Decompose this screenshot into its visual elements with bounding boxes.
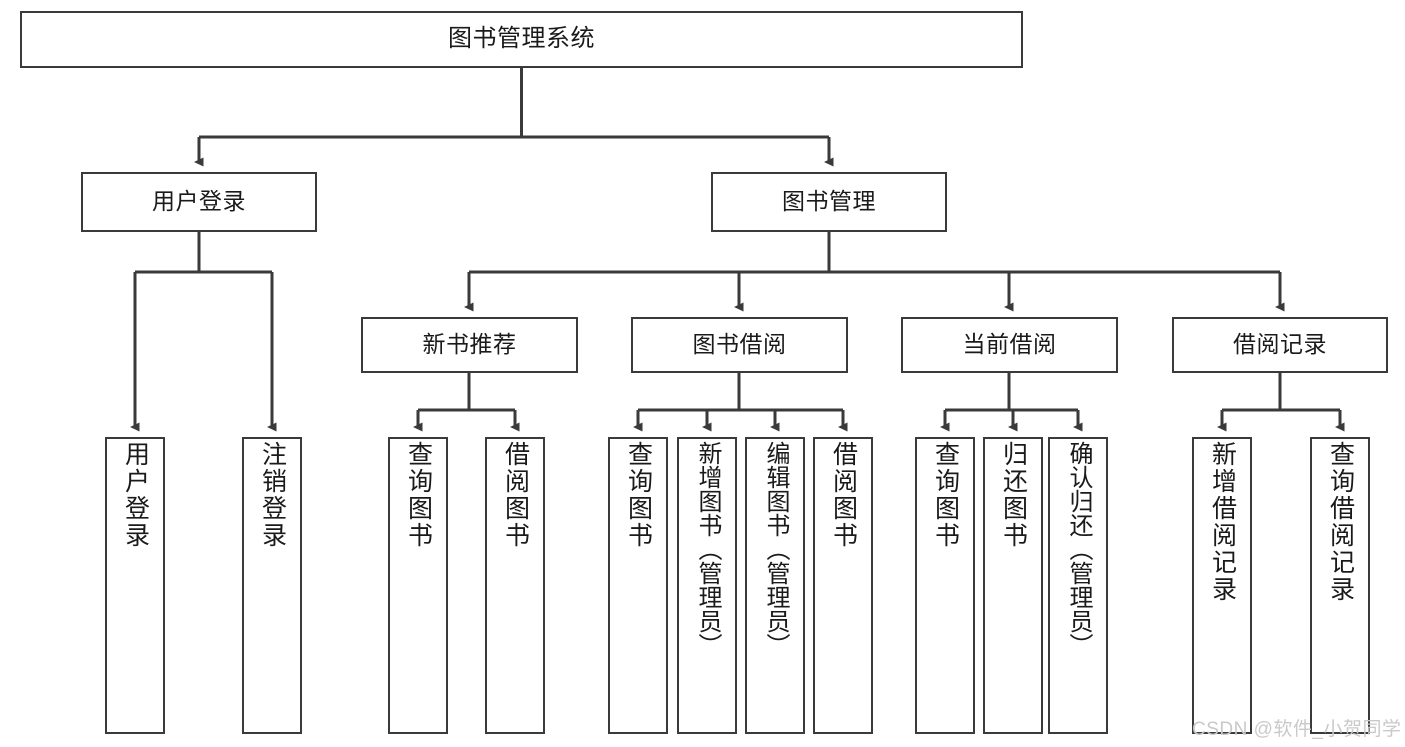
node-leaf-add-record[interactable]: 新增借阅记录	[1192, 437, 1252, 734]
node-book-manage[interactable]: 图书管理	[711, 172, 947, 232]
node-leaf-query-book-bor-label: 查询图书	[624, 441, 653, 549]
node-leaf-edit-book[interactable]: 编辑图书（管理员）	[745, 437, 805, 734]
node-borrow-record-label: 借阅记录	[1233, 331, 1327, 358]
node-leaf-user-login[interactable]: 用户登录	[105, 437, 165, 734]
node-user-login[interactable]: 用户登录	[81, 172, 317, 232]
node-leaf-edit-book-label: 编辑图书（管理员）	[762, 441, 789, 657]
node-user-login-label: 用户登录	[152, 188, 246, 215]
node-book-borrow-label: 图书借阅	[692, 331, 787, 358]
node-leaf-add-book-label: 新增图书（管理员）	[694, 441, 721, 657]
node-leaf-user-logout-label: 注销登录	[258, 441, 287, 549]
node-leaf-query-record-label: 查询借阅记录	[1326, 441, 1355, 603]
node-leaf-return-book[interactable]: 归还图书	[983, 437, 1043, 734]
node-leaf-borrow-book-bor[interactable]: 借阅图书	[813, 437, 873, 734]
node-root-label: 图书管理系统	[448, 25, 595, 53]
node-leaf-query-book-rec-label: 查询图书	[404, 441, 433, 549]
node-leaf-query-record[interactable]: 查询借阅记录	[1310, 437, 1370, 734]
node-leaf-user-login-label: 用户登录	[121, 441, 150, 549]
node-current-borrow-label: 当前借阅	[962, 331, 1057, 358]
node-borrow-record[interactable]: 借阅记录	[1172, 317, 1388, 373]
node-current-borrow[interactable]: 当前借阅	[901, 317, 1118, 373]
node-leaf-return-book-label: 归还图书	[999, 441, 1028, 549]
node-book-borrow[interactable]: 图书借阅	[631, 317, 848, 373]
node-leaf-user-logout[interactable]: 注销登录	[242, 437, 302, 734]
node-new-book-recommend-label: 新书推荐	[422, 331, 517, 358]
node-leaf-query-book-bor[interactable]: 查询图书	[608, 437, 668, 734]
node-leaf-query-book-cur-label: 查询图书	[931, 441, 960, 549]
node-leaf-confirm-return[interactable]: 确认归还（管理员）	[1048, 437, 1108, 734]
node-book-manage-label: 图书管理	[782, 188, 876, 215]
node-leaf-borrow-book-rec-label: 借阅图书	[501, 441, 530, 549]
node-leaf-confirm-return-label: 确认归还（管理员）	[1065, 441, 1092, 657]
node-leaf-borrow-book-bor-label: 借阅图书	[829, 441, 858, 549]
node-leaf-query-book-rec[interactable]: 查询图书	[388, 437, 448, 734]
node-leaf-add-book[interactable]: 新增图书（管理员）	[677, 437, 737, 734]
node-new-book-recommend[interactable]: 新书推荐	[361, 317, 578, 373]
node-leaf-borrow-book-rec[interactable]: 借阅图书	[485, 437, 545, 734]
node-root[interactable]: 图书管理系统	[20, 11, 1023, 68]
csdn-watermark: CSDN @软件_小贺同学	[1192, 719, 1402, 740]
node-leaf-add-record-label: 新增借阅记录	[1208, 441, 1237, 603]
node-leaf-query-book-cur[interactable]: 查询图书	[915, 437, 975, 734]
